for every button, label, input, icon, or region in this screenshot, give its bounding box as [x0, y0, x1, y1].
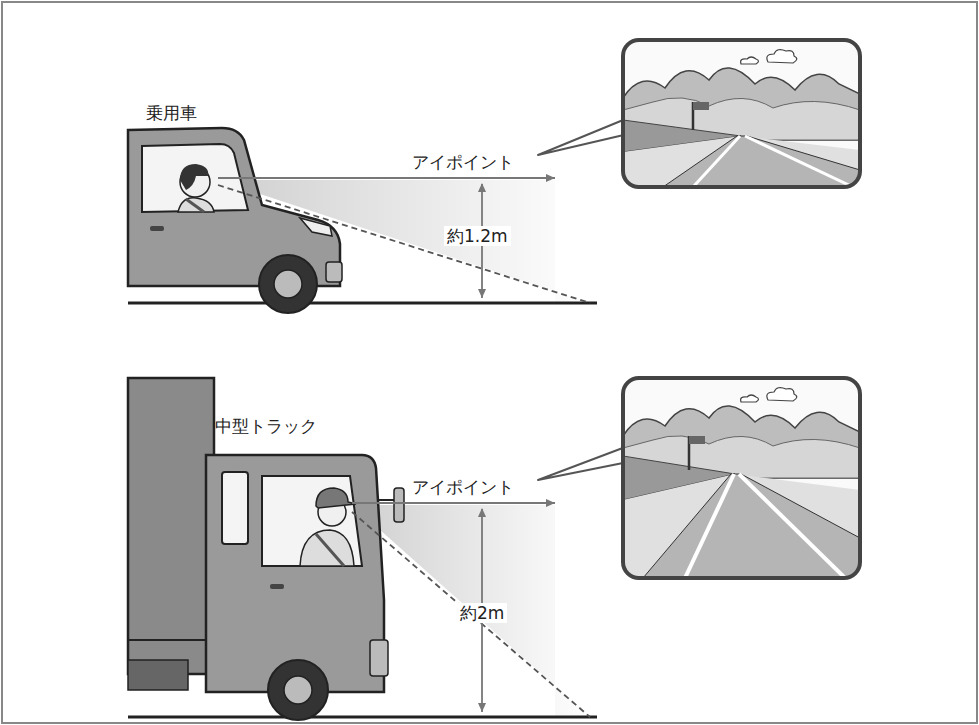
vehicle-name: 乗用車: [146, 103, 197, 123]
height-dimension: 約2m: [457, 603, 507, 623]
vehicle-name: 中型トラック: [215, 416, 317, 436]
eye-point-label: アイポイント: [412, 152, 514, 172]
eye-point-label: アイポイント: [412, 477, 514, 497]
height-dimension: 約1.2m: [444, 226, 511, 246]
